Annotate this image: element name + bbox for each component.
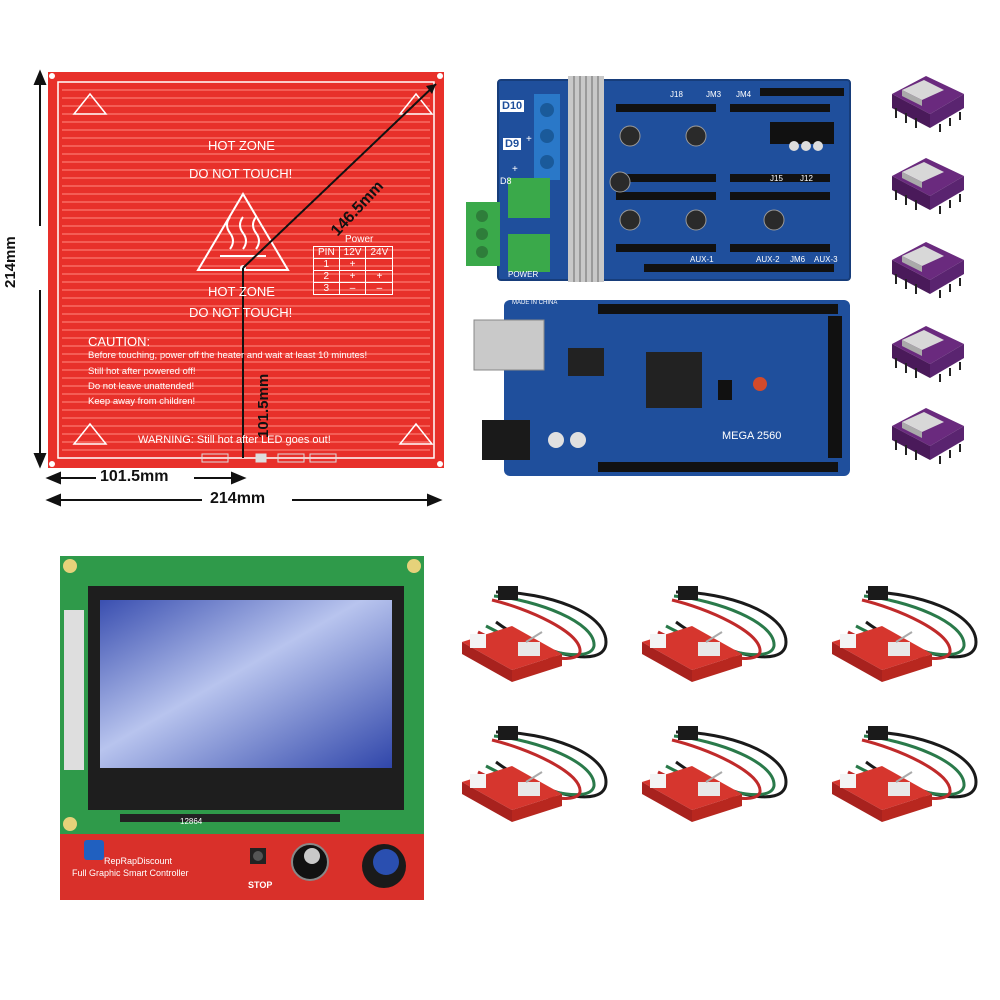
stepper-driver [886,72,966,134]
height-dimension-label: 214mm [2,236,19,288]
endstop-switch [456,582,616,702]
ramps-label: D10 [500,100,525,112]
ramps-header-label: JM6 [790,255,806,264]
ramps-header-label: JM3 [706,90,722,99]
ramps-header-label: J15 [770,174,783,183]
heatsink [568,76,604,282]
heatbed-traces [49,73,443,467]
stepper-driver [886,154,966,216]
heatbed-board: HOT ZONE DO NOT TOUCH! HOT ZONE DO NOT T… [48,72,444,468]
width-dimension-label: 214mm [210,490,266,507]
ramps-label: D8 [500,176,512,186]
lcd-screen [100,600,392,768]
half-height-dimension-label: 101.5mm [255,373,272,438]
ramps-power-label: POWER [508,270,539,279]
svg-text:+: + [526,134,532,145]
hot-zone-label: HOT ZONE [208,138,275,153]
hot-zone-label: HOT ZONE [208,284,275,299]
lcd-controller [60,556,424,900]
do-not-touch-label: DO NOT TOUCH! [189,166,293,181]
caution-line: Still hot after powered off! [88,366,196,377]
corner-warning-icon [72,92,434,445]
lcd-model-label: 12864 [180,817,203,826]
caution-line: Keep away from children! [88,396,196,407]
mounting-holes [49,73,443,467]
caution-title: CAUTION: [88,334,151,349]
power-table-title: Power [345,234,374,245]
caution-line: Before touching, power off the heater an… [88,350,368,361]
dimension-arrows [33,69,443,507]
stepper-driver [886,404,966,466]
lcd-product-label: Full Graphic Smart Controller [72,868,189,878]
endstop-switch [636,722,796,842]
ramps-header-label: AUX-1 [690,255,714,264]
endstop-switch [826,722,986,842]
half-width-dimension-label: 101.5mm [100,468,169,485]
mega-label: MEGA 2560 [722,430,782,442]
ramps-shield: + + [466,76,851,282]
ramps-header-label: J18 [670,90,683,99]
stop-button-label: STOP [248,880,273,890]
warning-label: WARNING: Still hot after LED goes out! [138,434,331,446]
ramps-header-label: AUX-3 [814,255,838,264]
endstop-switch [456,722,616,842]
ramps-label: D9 [503,138,522,150]
power-table-cell: – [365,282,394,295]
do-not-touch-label: DO NOT TOUCH! [189,305,293,320]
stepper-driver [886,322,966,384]
endstop-switch [636,582,796,702]
mega-board [473,300,850,476]
lcd-brand-label: RepRapDiscount [104,856,173,866]
stepper-driver [886,238,966,300]
caution-line: Do not leave unattended! [88,381,195,392]
made-in-label: MADE IN CHINA [512,300,558,306]
ramps-header-label: JM4 [736,90,752,99]
ramps-header-label: AUX-2 [756,255,780,264]
endstop-switch [826,582,986,702]
ramps-header-label: J12 [800,174,813,183]
hot-surface-icon [196,192,290,271]
svg-text:+: + [512,164,518,175]
